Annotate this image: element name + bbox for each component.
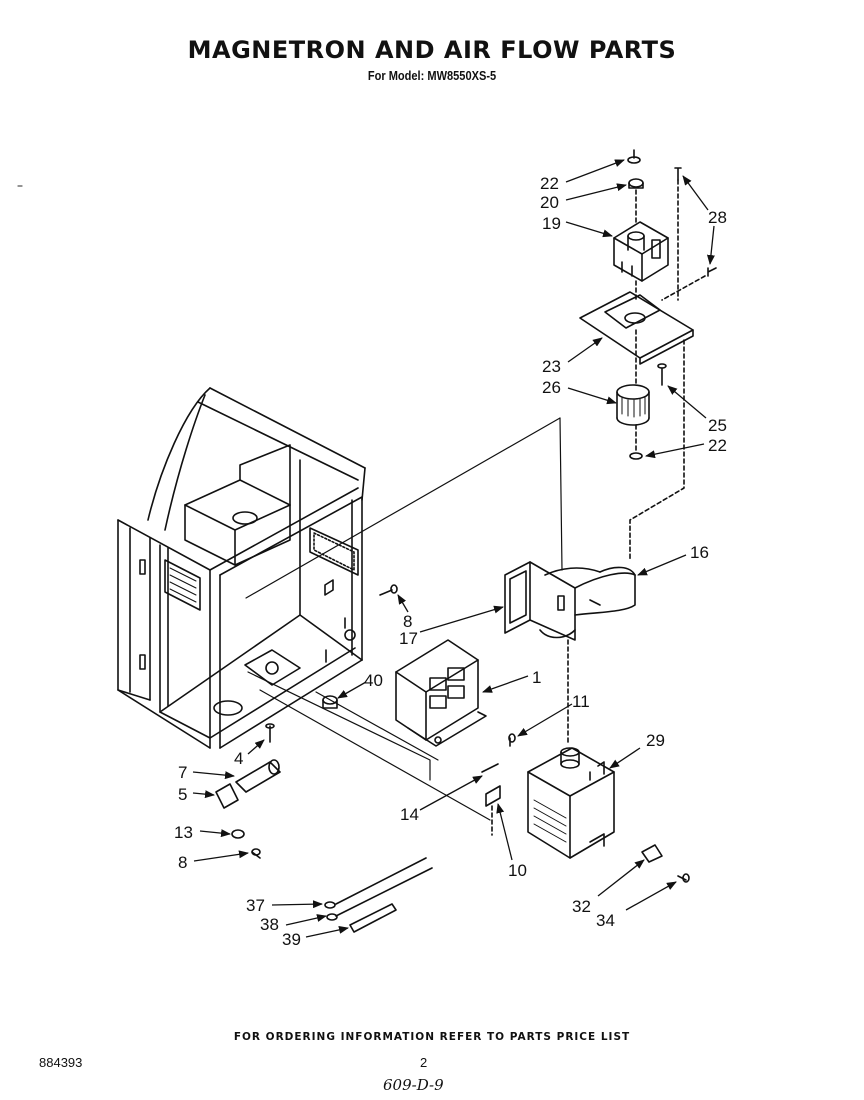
small-hardware bbox=[215, 584, 690, 933]
callout-17: 17 bbox=[399, 629, 418, 648]
callout-16: 16 bbox=[690, 543, 709, 562]
callout-28: 28 bbox=[708, 208, 727, 227]
callout-14: 14 bbox=[400, 805, 419, 824]
callout-13: 13 bbox=[174, 823, 193, 842]
callout-34: 34 bbox=[596, 911, 615, 930]
callout-38: 38 bbox=[260, 915, 279, 934]
fan-motor-assembly bbox=[579, 149, 717, 561]
callout-8-bottom: 8 bbox=[178, 853, 187, 872]
callout-arrows bbox=[192, 159, 715, 938]
callout-4: 4 bbox=[234, 749, 243, 768]
callout-11: 11 bbox=[572, 692, 590, 711]
callout-8-top: 8 bbox=[403, 612, 412, 631]
callout-19: 19 bbox=[542, 214, 561, 233]
assembly-lines bbox=[17, 185, 563, 821]
callout-labels: 22 20 19 28 23 26 25 22 16 8 17 1 40 11 … bbox=[174, 174, 727, 949]
callout-22-top: 22 bbox=[540, 174, 559, 193]
callout-32: 32 bbox=[572, 897, 591, 916]
air-duct bbox=[504, 561, 636, 641]
callout-26: 26 bbox=[542, 378, 561, 397]
page-number: 2 bbox=[420, 1055, 428, 1070]
callout-23: 23 bbox=[542, 357, 561, 376]
callout-7: 7 bbox=[178, 763, 187, 782]
callout-20: 20 bbox=[540, 193, 559, 212]
ordering-info-note: FOR ORDERING INFORMATION REFER TO PARTS … bbox=[233, 1031, 631, 1043]
callout-29: 29 bbox=[646, 731, 665, 750]
page-title: MAGNETRON AND AIR FLOW PARTS bbox=[187, 36, 677, 64]
callout-39: 39 bbox=[282, 930, 301, 949]
callout-25: 25 bbox=[708, 416, 727, 435]
callout-10: 10 bbox=[508, 861, 527, 880]
callout-37: 37 bbox=[246, 896, 265, 915]
magnetron bbox=[527, 639, 615, 859]
model-subtitle: For Model: MW8550XS-5 bbox=[367, 68, 497, 83]
callout-40: 40 bbox=[364, 671, 383, 690]
cabinet-chassis bbox=[117, 387, 366, 749]
callout-1: 1 bbox=[532, 668, 541, 687]
document-number: 884393 bbox=[39, 1055, 83, 1070]
callout-22-bottom: 22 bbox=[708, 436, 727, 455]
high-voltage-transformer bbox=[395, 639, 487, 747]
callout-5: 5 bbox=[178, 785, 187, 804]
handwritten-note: 609-D-9 bbox=[383, 1076, 444, 1094]
